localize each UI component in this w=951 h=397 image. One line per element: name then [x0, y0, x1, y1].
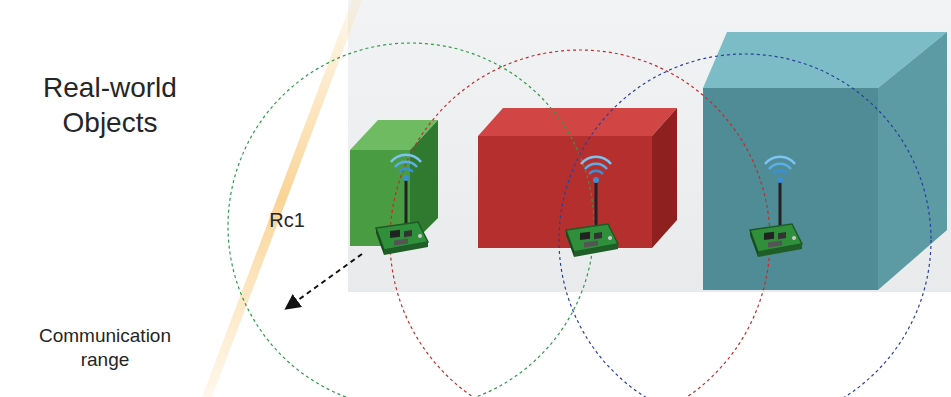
- watermark-band: [202, 0, 362, 397]
- sensor-node: [566, 157, 618, 257]
- range-label: Communication range: [20, 324, 190, 372]
- range-circle: [228, 43, 594, 397]
- range-arrow: [287, 254, 362, 308]
- title-label: Real-world Objects: [20, 70, 200, 140]
- cyan-object: [703, 32, 947, 290]
- photo-ground: [348, 0, 951, 292]
- red-object: [478, 108, 677, 248]
- range-circle: [390, 50, 770, 397]
- sensor-node: [750, 157, 802, 257]
- sensor-node: [376, 155, 428, 255]
- range-circle: [559, 54, 931, 397]
- range-symbol: Rc1: [262, 208, 312, 233]
